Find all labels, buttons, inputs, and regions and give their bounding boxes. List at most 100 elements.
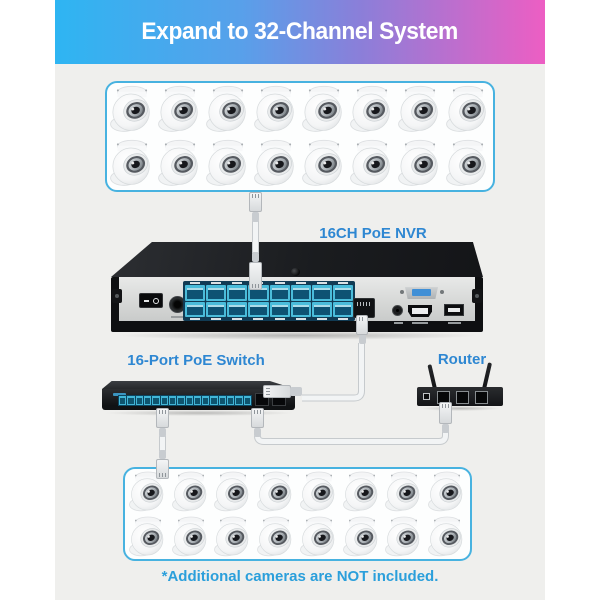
router-label: Router (437, 351, 487, 368)
turret-camera-icon (342, 470, 382, 514)
switch-poe-port (143, 396, 152, 405)
switch-poe-port (160, 396, 168, 405)
rj45-connector (356, 315, 368, 335)
nvr-poe-port (185, 285, 206, 301)
turret-camera-icon (299, 515, 339, 559)
rj45-connector (249, 192, 262, 212)
nvr-poe-port (332, 301, 353, 317)
nvr-poe-port-block (183, 281, 355, 321)
rj45-connector (263, 385, 291, 398)
turret-camera-icon (171, 470, 211, 514)
turret-camera-icon (445, 84, 491, 135)
nvr-poe-port (248, 301, 269, 317)
nvr-usb-port (444, 304, 464, 316)
switch-poe-port (119, 396, 127, 405)
switch-poe-port (127, 396, 135, 405)
nvr-hdmi-port (408, 305, 432, 317)
turret-camera-icon (157, 138, 203, 189)
nvr-label: 16CH PoE NVR (319, 225, 427, 242)
nvr-vga-port (405, 287, 438, 299)
router-lan-port (456, 391, 469, 404)
switch-shadow (104, 410, 294, 416)
nvr-poe-port (290, 285, 311, 301)
nvr-audio-jack (392, 305, 403, 316)
turret-camera-icon (109, 84, 155, 135)
switch-poe-port (168, 396, 177, 405)
switch-poe-port (235, 396, 243, 405)
switch-poe-port (202, 396, 210, 405)
turret-camera-icon (299, 470, 339, 514)
switch-top-face (102, 381, 295, 389)
switch-poe-port (135, 396, 143, 405)
turret-camera-icon (256, 470, 296, 514)
switch-poe-port (152, 396, 160, 405)
switch-poe-port (185, 396, 193, 405)
connector-boot (254, 428, 261, 437)
turret-camera-icon (205, 84, 251, 135)
header-banner: Expand to 32-Channel System (55, 0, 545, 64)
nvr-audio-label (394, 322, 403, 324)
switch-poe-port (227, 396, 235, 405)
turret-camera-icon (427, 515, 467, 559)
connector-boot (159, 428, 166, 437)
header-title: Expand to 32-Channel System (141, 18, 459, 45)
switch-poe-port (218, 396, 227, 405)
turret-camera-icon (397, 138, 443, 189)
nvr-hdmi-label (412, 322, 428, 324)
camera-row (125, 514, 470, 559)
connector-boot (442, 424, 449, 433)
turret-camera-icon (397, 84, 443, 135)
vga-screw-right (440, 290, 444, 294)
switch-poe-port (177, 396, 185, 405)
turret-camera-icon (427, 470, 467, 514)
nvr-power-switch (139, 293, 163, 308)
nvr-poe-port (311, 301, 332, 317)
turret-camera-icon (301, 138, 347, 189)
turret-camera-icon (349, 138, 395, 189)
turret-camera-icon (109, 138, 155, 189)
nvr-poe-port (269, 285, 290, 301)
nvr-poe-port (206, 285, 227, 301)
turret-camera-icon (253, 84, 299, 135)
turret-camera-icon (213, 470, 253, 514)
nvr-shadow (116, 331, 480, 340)
turret-camera-icon (171, 515, 211, 559)
nvr-poe-port (332, 285, 353, 301)
switch-poe-port (243, 396, 251, 405)
camera-row (107, 137, 493, 191)
turret-camera-icon (256, 515, 296, 559)
turret-camera-icon (384, 470, 424, 514)
connector-boot (159, 450, 166, 459)
rj45-connector (439, 402, 452, 424)
router-power-indicator (423, 393, 430, 400)
rj45-connector (249, 262, 262, 290)
switch-poe-port (193, 396, 202, 405)
camera-row (125, 469, 470, 514)
nvr-poe-port (227, 301, 248, 317)
turret-camera-icon (213, 515, 253, 559)
camera-row (107, 83, 493, 137)
nvr-poe-port (290, 301, 311, 317)
connector-boot (252, 212, 259, 222)
router-lan-port (475, 391, 488, 404)
nvr-poe-port (227, 285, 248, 301)
rj45-connector (251, 408, 264, 428)
turret-camera-icon (349, 84, 395, 135)
nvr-screw (291, 268, 300, 276)
turret-camera-icon (342, 515, 382, 559)
rj45-connector (156, 408, 169, 428)
turret-camera-icon (128, 515, 168, 559)
connector-boot (290, 387, 302, 396)
turret-camera-icon (301, 84, 347, 135)
nvr-mount-ear-right (472, 289, 482, 303)
nvr-poe-port (206, 301, 227, 317)
vga-screw-left (400, 290, 404, 294)
camera-group-top (105, 81, 495, 192)
switch-logo (113, 393, 126, 396)
nvr-poe-port (185, 301, 206, 317)
switch-port-strip (118, 395, 252, 406)
switch-label: 16-Port PoE Switch (127, 352, 265, 369)
connector-boot (359, 335, 366, 344)
nvr-usb-label (448, 322, 461, 324)
turret-camera-icon (157, 84, 203, 135)
